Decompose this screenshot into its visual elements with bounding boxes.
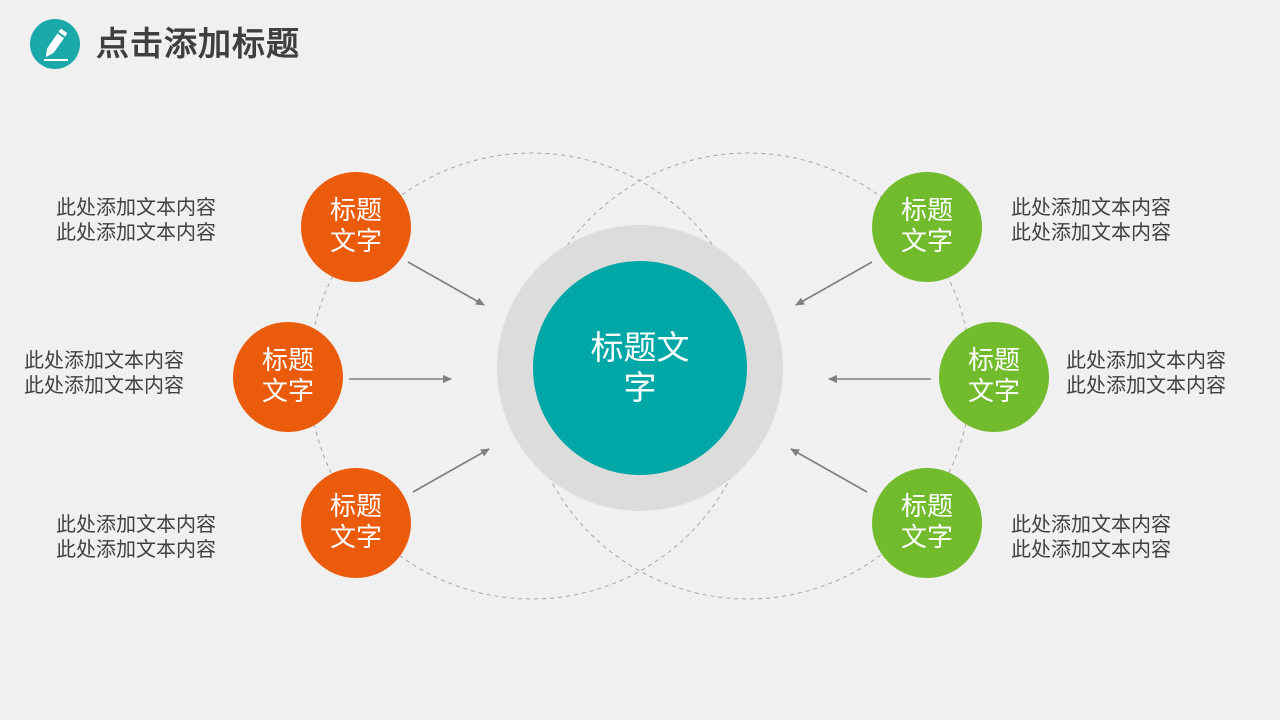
left-desc-top: 此处添加文本内容 此处添加文本内容 (56, 195, 256, 245)
right-desc-top: 此处添加文本内容 此处添加文本内容 (1011, 195, 1211, 245)
left-node-middle[interactable]: 标题文字 (233, 322, 343, 432)
node-label: 标题文字 (900, 492, 953, 553)
arrow-right-top (795, 261, 873, 306)
right-node-middle[interactable]: 标题文字 (939, 322, 1049, 432)
node-label: 标题文字 (261, 346, 314, 407)
center-node-label: 标题文字 (590, 328, 690, 407)
left-node-top[interactable]: 标题文字 (301, 172, 411, 282)
desc-line: 此处添加文本内容 (1066, 348, 1226, 372)
desc-line: 此处添加文本内容 (56, 220, 216, 244)
right-node-bottom[interactable]: 标题文字 (872, 468, 982, 578)
node-label: 标题文字 (329, 492, 382, 553)
arrow-left-top (407, 261, 485, 306)
desc-line: 此处添加文本内容 (1066, 373, 1226, 397)
desc-line: 此处添加文本内容 (1011, 195, 1171, 219)
node-label: 标题文字 (900, 196, 953, 257)
right-desc-middle: 此处添加文本内容 此处添加文本内容 (1066, 348, 1266, 398)
left-desc-middle: 此处添加文本内容 此处添加文本内容 (24, 348, 224, 398)
node-label: 标题文字 (329, 196, 382, 257)
desc-line: 此处添加文本内容 (1011, 220, 1171, 244)
desc-line: 此处添加文本内容 (1011, 512, 1171, 536)
desc-line: 此处添加文本内容 (56, 195, 216, 219)
desc-line: 此处添加文本内容 (56, 537, 216, 561)
right-node-top[interactable]: 标题文字 (872, 172, 982, 282)
node-label: 标题文字 (967, 346, 1020, 407)
arrow-left-bottom (412, 448, 490, 493)
left-node-bottom[interactable]: 标题文字 (301, 468, 411, 578)
center-node[interactable]: 标题文字 (533, 261, 747, 475)
desc-line: 此处添加文本内容 (24, 373, 184, 397)
page-title: 点击添加标题 (96, 24, 300, 63)
left-desc-bottom: 此处添加文本内容 此处添加文本内容 (56, 512, 256, 562)
desc-line: 此处添加文本内容 (1011, 537, 1171, 561)
arrow-right-bottom (790, 448, 868, 493)
right-desc-bottom: 此处添加文本内容 此处添加文本内容 (1011, 512, 1211, 562)
desc-line: 此处添加文本内容 (56, 512, 216, 536)
pencil-icon (30, 19, 80, 69)
desc-line: 此处添加文本内容 (24, 348, 184, 372)
